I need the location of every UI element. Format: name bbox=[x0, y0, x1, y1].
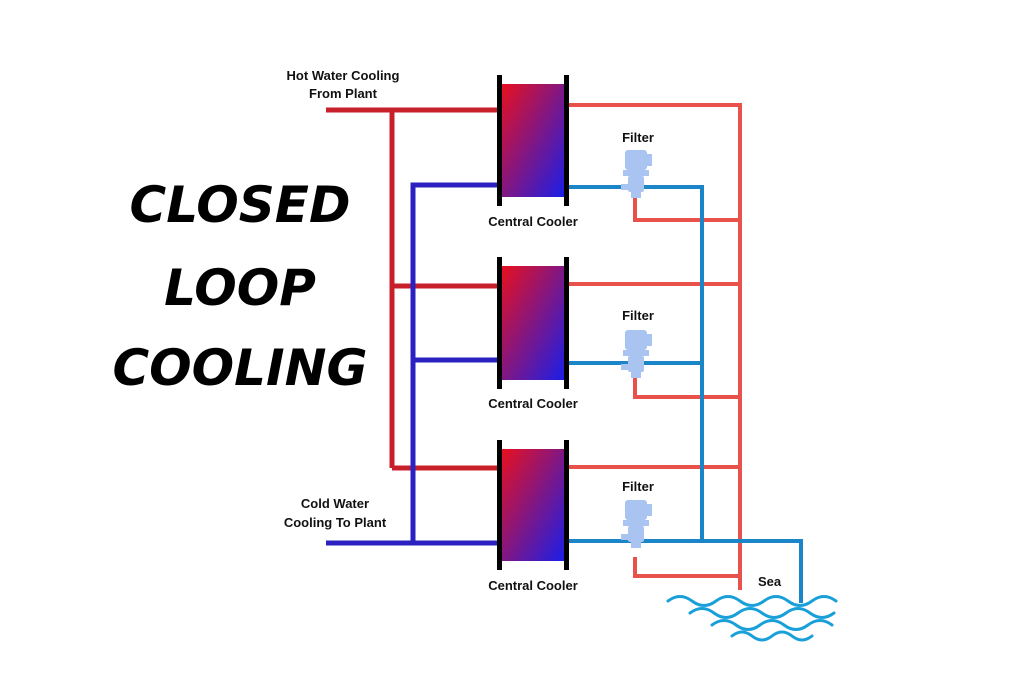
sea-cold-supply-main bbox=[567, 539, 803, 603]
central-cooler-1: Central Cooler bbox=[488, 75, 578, 229]
title-line-2: LOOP bbox=[164, 259, 316, 317]
sea-label: Sea bbox=[758, 574, 782, 589]
title-line-1: CLOSED bbox=[130, 176, 351, 234]
sea-cold-supply-1 bbox=[567, 185, 704, 541]
cooler-body bbox=[502, 266, 564, 380]
filter-drain-1 bbox=[633, 195, 740, 222]
cooler-left-plate bbox=[497, 257, 502, 389]
cooler-label: Central Cooler bbox=[488, 396, 578, 411]
hot-water-label-line-2: From Plant bbox=[309, 86, 378, 101]
filter-label: Filter bbox=[622, 479, 654, 494]
sea-hot-return-header bbox=[567, 103, 742, 590]
hot-water-pipes bbox=[326, 107, 500, 471]
filter-drain-3 bbox=[633, 557, 740, 578]
cold-header-pipe bbox=[410, 182, 500, 543]
filter-label: Filter bbox=[622, 130, 654, 145]
cold-water-label-line-1: Cold Water bbox=[301, 496, 369, 511]
cooler-body bbox=[502, 84, 564, 197]
cooler-label: Central Cooler bbox=[488, 578, 578, 593]
filter-label: Filter bbox=[622, 308, 654, 323]
cooler-body bbox=[502, 449, 564, 561]
sea-hot-pipes bbox=[567, 103, 742, 590]
cold-water-label-line-2: Cooling To Plant bbox=[284, 515, 387, 530]
sea-wave-icon bbox=[666, 595, 838, 642]
cooler-left-plate bbox=[497, 440, 502, 570]
central-cooler-3: Central Cooler bbox=[488, 440, 578, 593]
cooler-right-plate bbox=[564, 75, 569, 206]
filter-pump-icon bbox=[621, 150, 652, 198]
filter-pump-icon bbox=[621, 500, 652, 548]
cooler-right-plate bbox=[564, 440, 569, 570]
stream-labels: Hot Water Cooling From Plant Cold Water … bbox=[284, 68, 782, 589]
title-line-3: COOLING bbox=[112, 339, 367, 397]
hot-water-label-line-1: Hot Water Cooling bbox=[287, 68, 400, 83]
filter-pump-icon bbox=[621, 330, 652, 378]
cooler-right-plate bbox=[564, 257, 569, 389]
central-cooler-2: Central Cooler bbox=[488, 257, 578, 411]
cooler-label: Central Cooler bbox=[488, 214, 578, 229]
diagram-title: CLOSED LOOP COOLING bbox=[112, 176, 367, 397]
cold-water-pipes bbox=[326, 182, 500, 546]
cooler-left-plate bbox=[497, 75, 502, 206]
filter-drain-2 bbox=[633, 375, 740, 399]
